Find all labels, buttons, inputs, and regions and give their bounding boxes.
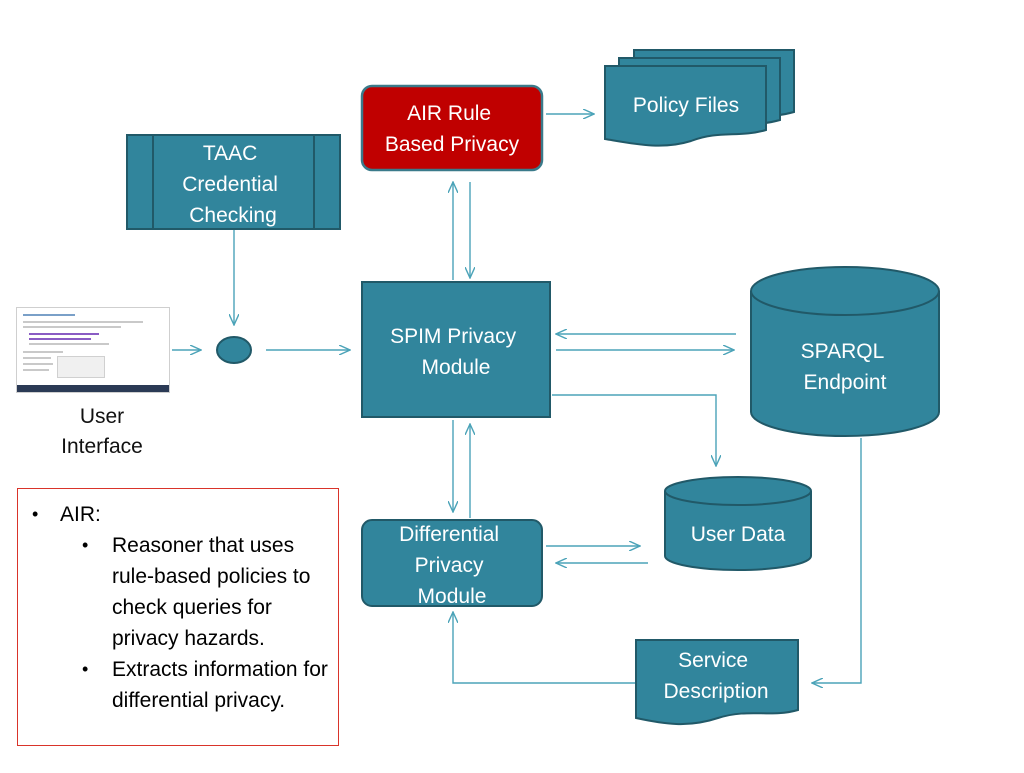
differential-line-1: Differential (399, 523, 499, 546)
spim-label: SPIM Privacy Module (390, 325, 522, 379)
user-data-line: User Data (691, 523, 786, 546)
taac-label: TAAC Credential Checking (182, 142, 284, 227)
service-description-label: Service Description (663, 649, 768, 703)
spim-node: SPIM Privacy Module (361, 281, 551, 418)
user-data-node: User Data (664, 476, 812, 571)
taac-line-3: Checking (189, 204, 277, 227)
arrow-service-description-to-differential (453, 612, 636, 684)
spim-line-1: SPIM Privacy (390, 325, 517, 348)
sparql-line-1: SPARQL (801, 340, 884, 363)
user-interface-line-1: User (79, 405, 125, 428)
taac-node: TAAC Credential Checking (126, 134, 341, 230)
junction-node (216, 336, 252, 364)
air-rule-label: AIR Rule Based Privacy (385, 102, 520, 156)
service-description-line-1: Service (678, 649, 748, 672)
connectors (172, 114, 862, 684)
air-rule-line-2: Based Privacy (385, 133, 520, 156)
notes-item-1: Reasoner that uses rule-based policies t… (28, 530, 332, 654)
policy-files-label: Policy Files (633, 94, 739, 117)
notes-item-2: Extracts information for differential pr… (28, 654, 332, 716)
differential-label: Differential Privacy Module (399, 523, 505, 608)
sparql-label: SPARQL Endpoint (801, 340, 890, 394)
spim-line-2: Module (422, 356, 491, 379)
air-rule-line-1: AIR Rule (407, 102, 491, 125)
taac-line-1: TAAC (203, 142, 257, 165)
policy-files-line: Policy Files (633, 94, 739, 117)
air-rule-node: AIR Rule Based Privacy (360, 84, 544, 172)
user-interface-screenshot (16, 307, 170, 393)
sparql-line-2: Endpoint (804, 371, 887, 394)
taac-line-2: Credential (182, 173, 278, 196)
notes-heading: AIR: (28, 499, 332, 530)
arrow-sparql-to-service-description (812, 438, 862, 683)
differential-line-3: Module (418, 585, 487, 608)
service-description-line-2: Description (663, 680, 768, 703)
policy-files-node: Policy Files (604, 49, 795, 147)
air-notes-box: AIR: Reasoner that uses rule-based polic… (17, 488, 339, 746)
service-description-node: Service Description (635, 639, 799, 726)
differential-line-2: Privacy (415, 554, 484, 577)
differential-node: Differential Privacy Module (361, 519, 543, 608)
user-interface-line-2: Interface (61, 435, 143, 458)
user-interface-label: User Interface (40, 402, 164, 462)
user-data-label: User Data (691, 523, 786, 546)
sparql-node: SPARQL Endpoint (750, 266, 940, 437)
arrow-spim-to-user-data (552, 394, 716, 466)
